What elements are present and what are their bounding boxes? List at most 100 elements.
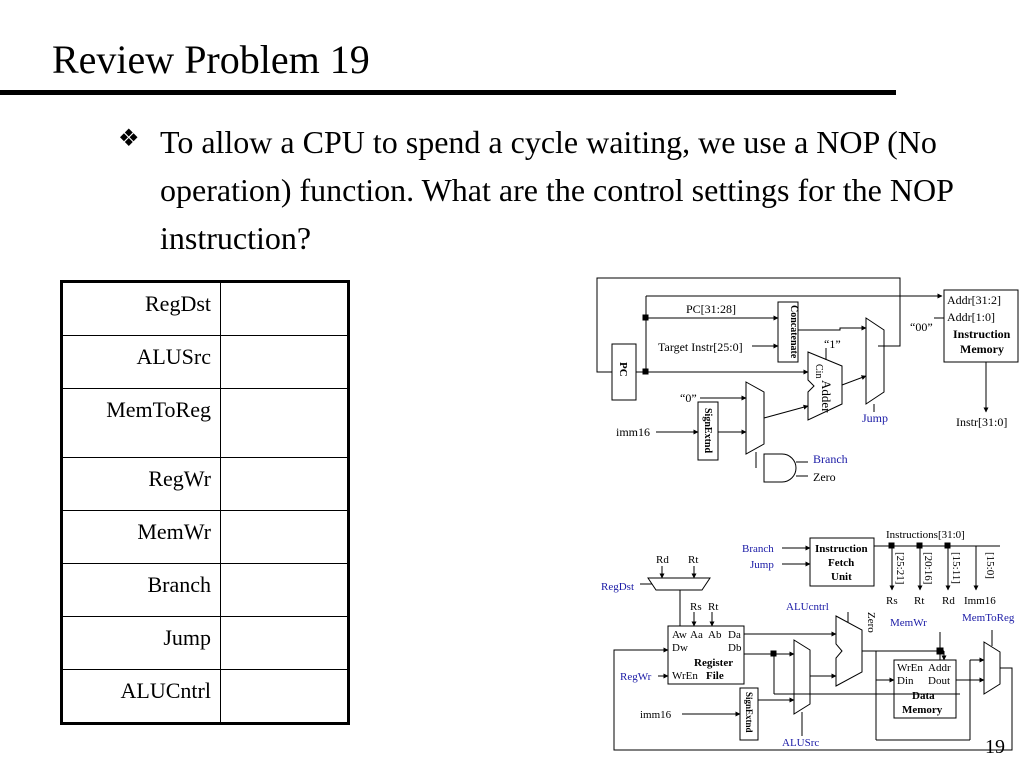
jump-mux [865,317,885,405]
const-one-label: “1” [824,337,841,351]
row-value [220,335,349,389]
page-number: 19 [985,736,1005,758]
branch-mux [745,381,765,455]
zero-label: Zero [865,612,877,633]
memwr-label: MemWr [890,617,927,629]
row-value [220,563,349,617]
const-zero-label: “0” [680,391,697,405]
imem-title-1: Instruction [953,327,1011,341]
table-row: ALUCntrl [61,669,349,724]
rf-rs-label: Rs [690,601,702,613]
and-gate [763,453,797,483]
control-settings-table: RegDst ALUSrc MemToReg RegWr MemWr Branc… [60,280,350,725]
target-instr-label: Target Instr[25:0] [658,340,743,354]
imem-addr-hi-label: Addr[31:2] [947,293,1001,307]
row-value [220,457,349,511]
rf-da: Da [728,629,741,641]
pc-label: PC [617,362,629,377]
instruction-memory [943,289,1019,363]
dm-addr: Addr [928,662,951,674]
field-20-16: [20:16] [922,552,934,584]
signextnd-label: SignExtnd [702,408,713,453]
rf-ab: Ab [708,629,722,641]
row-value [220,669,349,724]
mux-rt-label: Rt [688,554,698,566]
memtoreg-label: MemToReg [962,612,1015,624]
table-row: RegWr [61,457,349,511]
rd-field-label: Rd [942,595,955,607]
rf-rt-label: Rt [708,601,718,613]
row-label: MemWr [61,510,221,564]
ifu-title-1: Instruction [815,543,868,555]
field-25-21: [25:21] [894,552,906,584]
ifu-title-3: Unit [831,571,852,583]
field-15-0: [15:0] [984,552,996,579]
diamond-bullet-icon: ❖ [118,126,140,152]
alusrc-label: ALUSrc [782,737,819,749]
imem-title-2: Memory [960,342,1004,356]
rf-aa: Aa [690,629,703,641]
dm-wren: WrEn [897,662,923,674]
row-label: RegWr [61,457,221,511]
alusrc-mux [793,639,811,715]
regdst-mux [647,577,711,591]
dm-din: Din [897,675,914,687]
regwr-label: RegWr [620,671,652,683]
imm16-field-label: Imm16 [964,595,996,607]
mux-rd-label: Rd [656,554,669,566]
title-underline [0,90,896,95]
rf-dw: Dw [672,642,688,654]
const-00-label: “00” [910,320,933,334]
instruction-fetch-diagram [596,277,1019,483]
dm-title-2: Memory [902,704,943,716]
cin-label: Cin [813,364,824,378]
row-label: ALUCntrl [61,669,221,724]
rf-wren: WrEn [672,670,698,682]
adder-label: Adder [819,380,834,413]
branch-label: Branch [742,543,774,555]
rf-aw: Aw [672,629,687,641]
rf-db: Db [728,642,742,654]
dm-dout: Dout [928,675,950,687]
row-label: MemToReg [61,388,221,458]
imm16-label: imm16 [616,425,650,439]
imem-addr-lo-label: Addr[1:0] [947,310,995,324]
pc-bits-label: PC[31:28] [686,302,736,316]
table-row: ALUSrc [61,335,349,389]
field-15-11: [15:11] [950,552,962,584]
dm-title-1: Data [912,690,935,702]
register-file [667,625,745,685]
regdst-label: RegDst [601,581,634,593]
row-label: ALUSrc [61,335,221,389]
concatenate-block [777,301,799,363]
rf-title-1: Register [694,657,733,669]
fetch-labels: PC[31:28] Target Instr[25:0] Concatenate… [616,293,1011,484]
instructions-label: Instructions[31:0] [886,529,965,541]
ifu-title-2: Fetch [828,557,854,569]
data-memory [893,659,957,719]
jump-label: Jump [750,559,774,571]
imm16-input-label: imm16 [640,709,672,721]
memtoreg-mux [983,641,1001,695]
alu [835,615,863,687]
bullet-text: To allow a CPU to spend a cycle waiting,… [160,124,953,256]
signextnd-2-label: SignExtnd [744,692,754,733]
row-label: Jump [61,616,221,670]
table-row: Jump [61,616,349,670]
datapath-labels: Branch Jump Instruction Fetch Unit Instr… [601,529,1015,749]
aluctrl-label: ALUcntrl [786,601,829,613]
zero-signal-label: Zero [813,470,836,484]
branch-signal-label: Branch [813,452,848,466]
rf-title-2: File [706,670,724,682]
table-row: RegDst [61,281,349,336]
rs-field-label: Rs [886,595,898,607]
row-value [220,281,349,336]
jump-signal-label: Jump [862,411,888,425]
concatenate-label: Concatenate [788,305,799,359]
rt-field-label: Rt [914,595,924,607]
slide-title: Review Problem 19 [52,37,370,82]
instr-out-label: Instr[31:0] [956,415,1007,429]
datapath-diagram [613,537,1013,751]
row-label: RegDst [61,281,221,336]
